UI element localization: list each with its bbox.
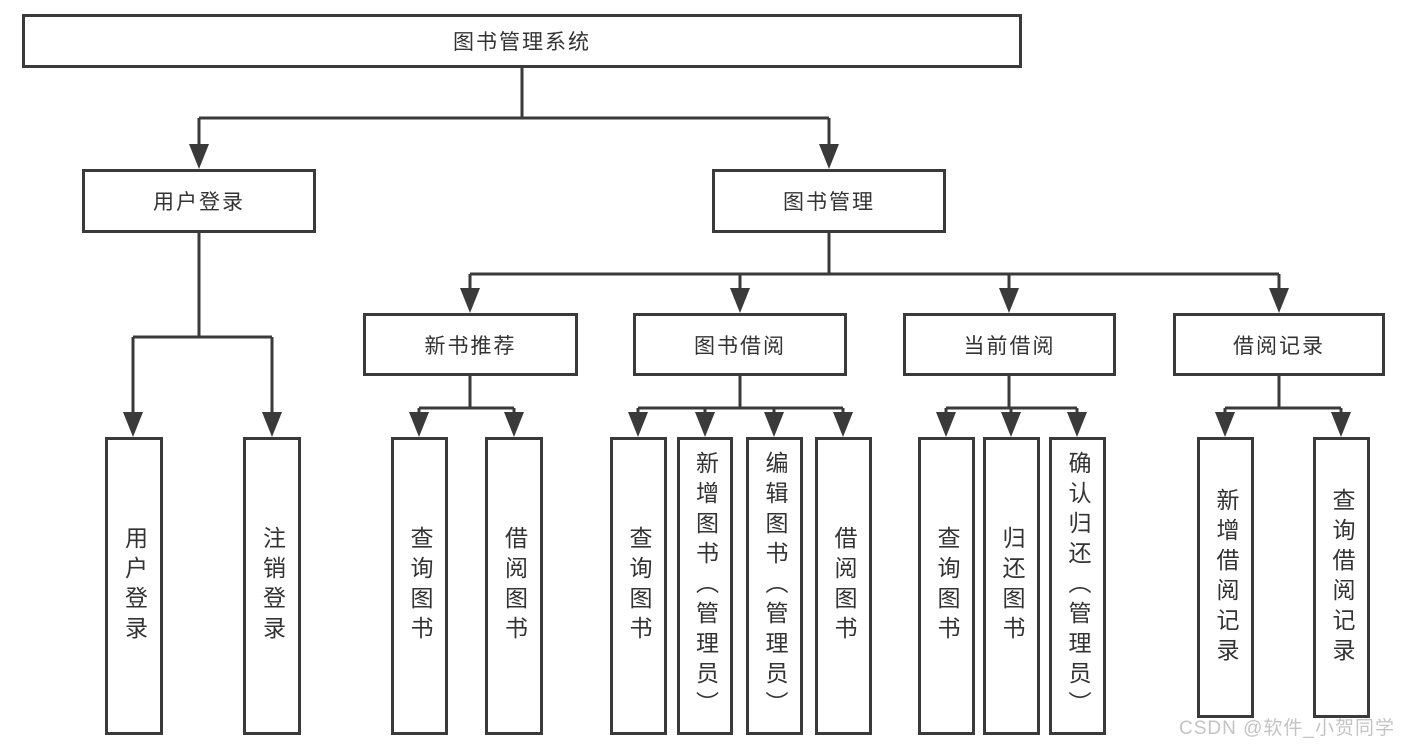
csdn-watermark: CSDN @软件_小贺同学: [1179, 718, 1395, 739]
leaf-query-borrow-record: 查询借阅记录: [1313, 437, 1370, 718]
leaf-add-books-admin: 新增图书（管理员）: [677, 437, 733, 735]
arrow-icon: [695, 412, 715, 437]
leaf-return-books: 归还图书: [983, 437, 1040, 735]
node-book-management: 图书管理: [712, 169, 946, 233]
arrow-icon: [730, 288, 750, 313]
leaf-logout: 注销登录: [243, 437, 301, 735]
leaf-confirm-return-admin: 确认归还（管理员）: [1049, 437, 1106, 735]
arrow-icon: [833, 412, 853, 437]
arrow-icon: [262, 412, 282, 437]
arrow-icon: [1331, 412, 1351, 437]
arrow-icon: [1067, 412, 1087, 437]
leaf-query-books-current: 查询图书: [918, 437, 975, 735]
arrow-icon: [123, 412, 143, 437]
leaf-edit-books-admin: 编辑图书（管理员）: [746, 437, 803, 735]
node-borrow-records: 借阅记录: [1173, 313, 1385, 376]
leaf-query-books-recommend: 查询图书: [391, 437, 448, 735]
arrow-icon: [409, 412, 429, 437]
leaf-borrow-books-recommend: 借阅图书: [485, 437, 543, 735]
arrow-icon: [1215, 412, 1235, 437]
arrow-icon: [819, 144, 839, 169]
arrow-icon: [504, 412, 524, 437]
arrow-icon: [764, 412, 784, 437]
leaf-user-login: 用户登录: [105, 437, 163, 735]
arrow-icon: [999, 288, 1019, 313]
arrow-icon: [936, 412, 956, 437]
node-book-borrow: 图书借阅: [633, 313, 847, 376]
node-root-title: 图书管理系统: [22, 14, 1022, 68]
node-current-borrow: 当前借阅: [903, 313, 1116, 376]
arrowheads: [123, 144, 1351, 437]
arrow-icon: [628, 412, 648, 437]
arrow-icon: [1269, 288, 1289, 313]
arrow-icon: [1001, 412, 1021, 437]
leaf-add-borrow-record: 新增借阅记录: [1197, 437, 1254, 718]
tree-rails: [133, 68, 1341, 410]
arrow-icon: [189, 144, 209, 169]
leaf-query-books-borrow: 查询图书: [610, 437, 667, 735]
node-new-book-recommend: 新书推荐: [363, 313, 578, 376]
node-user-login: 用户登录: [82, 169, 316, 233]
arrow-icon: [460, 288, 480, 313]
leaf-borrow-books: 借阅图书: [815, 437, 872, 735]
arrow-stems: [131, 118, 1343, 414]
